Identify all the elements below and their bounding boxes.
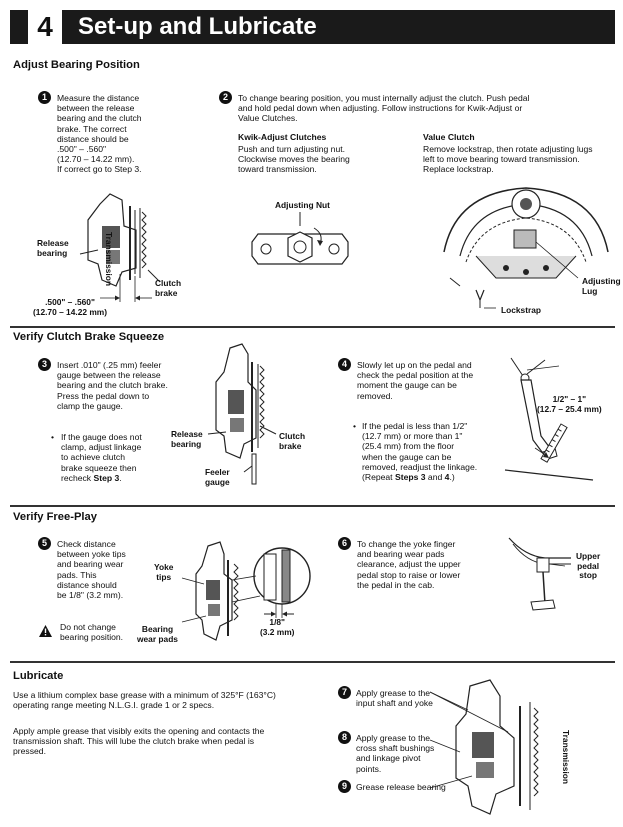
divider-2 bbox=[10, 505, 615, 507]
label-clutch-brake-1: Clutch brake bbox=[155, 278, 182, 298]
step-4-bullet-and: and bbox=[425, 472, 445, 483]
step-3-bullet: If the gauge does not clamp, adjust link… bbox=[61, 432, 142, 483]
step-6-text: To change the yoke finger and bearing we… bbox=[357, 539, 461, 590]
step-7-badge: 7 bbox=[338, 686, 351, 699]
warning-icon bbox=[39, 625, 52, 637]
step-3-bullet-text: If the gauge does not clamp, adjust link… bbox=[61, 432, 142, 483]
step-3-badge: 3 bbox=[38, 358, 51, 371]
step-4-bullet-bold-2: 4 bbox=[444, 472, 450, 483]
step-3-bullet-end: . bbox=[119, 472, 122, 483]
value-clutch-text: Remove lockstrap, then rotate adjusting … bbox=[423, 144, 593, 175]
fig-adjusting-nut bbox=[251, 212, 349, 265]
step-9-badge: 9 bbox=[338, 780, 351, 793]
step-3-bullet-bold: Step 3 bbox=[93, 472, 120, 483]
page-title: Set-up and Lubricate bbox=[78, 13, 317, 40]
heading-lubricate: Lubricate bbox=[13, 670, 64, 682]
heading-free-play: Verify Free-Play bbox=[13, 511, 97, 523]
lubricate-paragraph-2: Apply ample grease that visibly exits th… bbox=[13, 726, 265, 757]
step-6-badge: 6 bbox=[338, 537, 351, 550]
step-8-text: Apply grease to the cross shaft bushings… bbox=[356, 733, 435, 774]
heading-verify-brake: Verify Clutch Brake Squeeze bbox=[13, 331, 165, 343]
kwik-adjust-heading: Kwik-Adjust Clutches bbox=[238, 132, 327, 142]
fig-pedal-height bbox=[504, 357, 594, 481]
warning-text: Do not change bearing position. bbox=[60, 622, 124, 643]
fig-value-clutch bbox=[443, 187, 609, 309]
step-4-text: Slowly let up on the pedal and check the… bbox=[357, 360, 474, 401]
step-9-text: Grease release bearing bbox=[356, 782, 446, 792]
label-transmission-1: Transmission bbox=[104, 232, 114, 286]
label-release-bearing-1: Release bearing bbox=[37, 238, 69, 258]
fig-feeler-gauge bbox=[207, 343, 277, 485]
step-4-bullet-bold-1: Steps 3 bbox=[394, 472, 426, 483]
label-lockstrap: Lockstrap bbox=[501, 305, 542, 315]
label-dimension-1: .500" – .560" (12.70 – 14.22 mm) bbox=[33, 297, 108, 317]
step-3-bullet-dot: • bbox=[51, 432, 55, 442]
heading-adjust-bearing: Adjust Bearing Position bbox=[13, 59, 140, 71]
step-3-text: Insert .010" (.25 mm) feeler gauge betwe… bbox=[57, 360, 168, 411]
step-4-bullet: If the pedal is less than 1/2" (12.7 mm)… bbox=[362, 421, 477, 482]
label-transmission-lube: Transmission bbox=[561, 730, 571, 784]
step-5-badge: 5 bbox=[38, 537, 51, 550]
step-7-text: Apply grease to the input shaft and yoke bbox=[356, 688, 433, 709]
fig-yoke-tips bbox=[181, 541, 311, 641]
step-8-badge: 8 bbox=[338, 731, 351, 744]
fig-bearing-measure bbox=[79, 193, 161, 302]
lubricate-paragraph-1: Use a lithium complex base grease with a… bbox=[13, 690, 276, 711]
label-clutch-brake-3: Clutch brake bbox=[279, 431, 306, 451]
step-number: 4 bbox=[28, 10, 62, 44]
label-eighth-inch: 1/8" (3.2 mm) bbox=[260, 617, 295, 637]
label-adjusting-lug: Adjusting Lug bbox=[582, 276, 621, 296]
step-1-text: Measure the distance between the release… bbox=[57, 93, 142, 175]
step-4-badge: 4 bbox=[338, 358, 351, 371]
step-4-bullet-end: .) bbox=[449, 472, 455, 483]
step-5-text: Check distance between yoke tips and bea… bbox=[57, 539, 126, 601]
label-release-bearing-3: Release bearing bbox=[171, 429, 203, 449]
section-header: 4 Set-up and Lubricate bbox=[10, 10, 615, 44]
step-4-bullet-text: If the pedal is less than 1/2" (12.7 mm)… bbox=[362, 421, 478, 483]
label-bearing-wear-pads: Bearing wear pads bbox=[137, 624, 178, 644]
fig-upper-pedal-stop bbox=[508, 537, 571, 611]
divider-3 bbox=[10, 661, 615, 663]
label-pedal-dimension: 1/2" – 1" (12.7 – 25.4 mm) bbox=[537, 394, 602, 414]
label-adjusting-nut: Adjusting Nut bbox=[275, 200, 330, 210]
step-1-badge: 1 bbox=[38, 91, 51, 104]
divider-1 bbox=[10, 326, 615, 328]
step-4-bullet-dot: • bbox=[353, 421, 357, 431]
step-2-text: To change bearing position, you must int… bbox=[238, 93, 530, 124]
label-feeler-gauge: Feeler gauge bbox=[205, 467, 230, 487]
label-yoke-tips: Yoke tips bbox=[154, 562, 174, 582]
label-upper-pedal-stop: Upper pedal stop bbox=[576, 551, 601, 581]
kwik-adjust-text: Push and turn adjusting nut. Clockwise m… bbox=[238, 144, 350, 175]
value-clutch-heading: Value Clutch bbox=[423, 132, 475, 142]
step-2-badge: 2 bbox=[219, 91, 232, 104]
fig-lubrication-points bbox=[429, 679, 539, 815]
